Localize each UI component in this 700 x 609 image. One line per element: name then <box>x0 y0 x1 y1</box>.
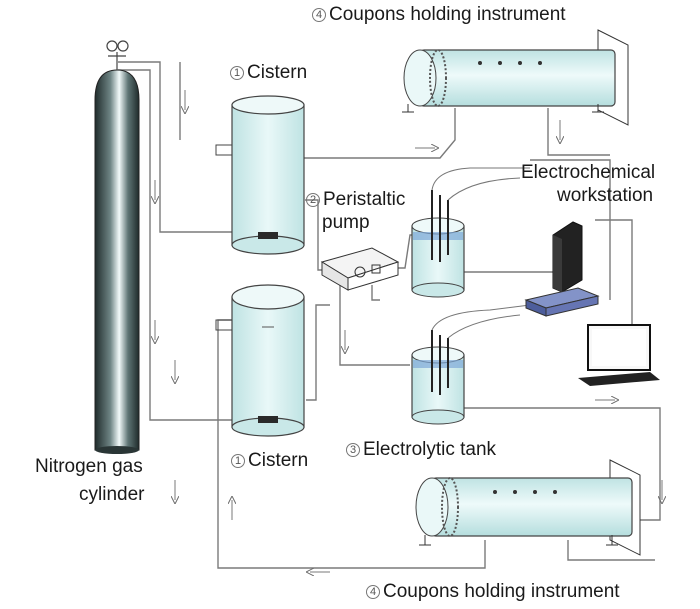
electrolytic-tank-2 <box>411 304 531 425</box>
number-badge: 4 <box>366 584 380 599</box>
label-cylinder: cylinder <box>79 484 145 505</box>
number-badge: 3 <box>346 442 360 457</box>
label-electrochemical: Electrochemical <box>521 162 656 183</box>
label-text: Cistern <box>248 450 309 471</box>
number-badge: 1 <box>230 65 244 80</box>
computer-monitor-icon <box>578 324 660 386</box>
label-text: Coupons holding instrument <box>383 581 620 602</box>
flow-arrows <box>155 90 662 572</box>
gas-valve-icon <box>106 40 129 70</box>
label-text: Coupons holding instrument <box>329 4 566 25</box>
label-text: Peristaltic <box>323 189 406 210</box>
cistern-top <box>215 95 305 255</box>
submersible-pump-icon <box>258 416 278 423</box>
label-workstation: workstation <box>557 185 654 206</box>
coupons-holding-instrument-bottom <box>415 459 641 556</box>
nitrogen-gas-cylinder <box>94 40 140 454</box>
electrochemical-workstation <box>524 221 660 386</box>
coupons-holding-instrument-top <box>402 29 629 126</box>
peristaltic-pump <box>320 247 400 291</box>
submersible-pump-icon <box>258 232 278 239</box>
electrolytic-tank-1 <box>411 167 530 298</box>
number-badge: 1 <box>231 453 245 468</box>
label-nitrogen-gas: Nitrogen gas <box>35 456 143 477</box>
label-pump: pump <box>322 212 370 233</box>
potentiostat-icon <box>524 287 600 317</box>
number-badge: 4 <box>312 7 326 22</box>
number-badge: 2 <box>306 192 320 207</box>
cistern-bottom <box>215 284 305 437</box>
label-text: Electrolytic tank <box>363 439 497 460</box>
label-text: Cistern <box>247 62 308 83</box>
